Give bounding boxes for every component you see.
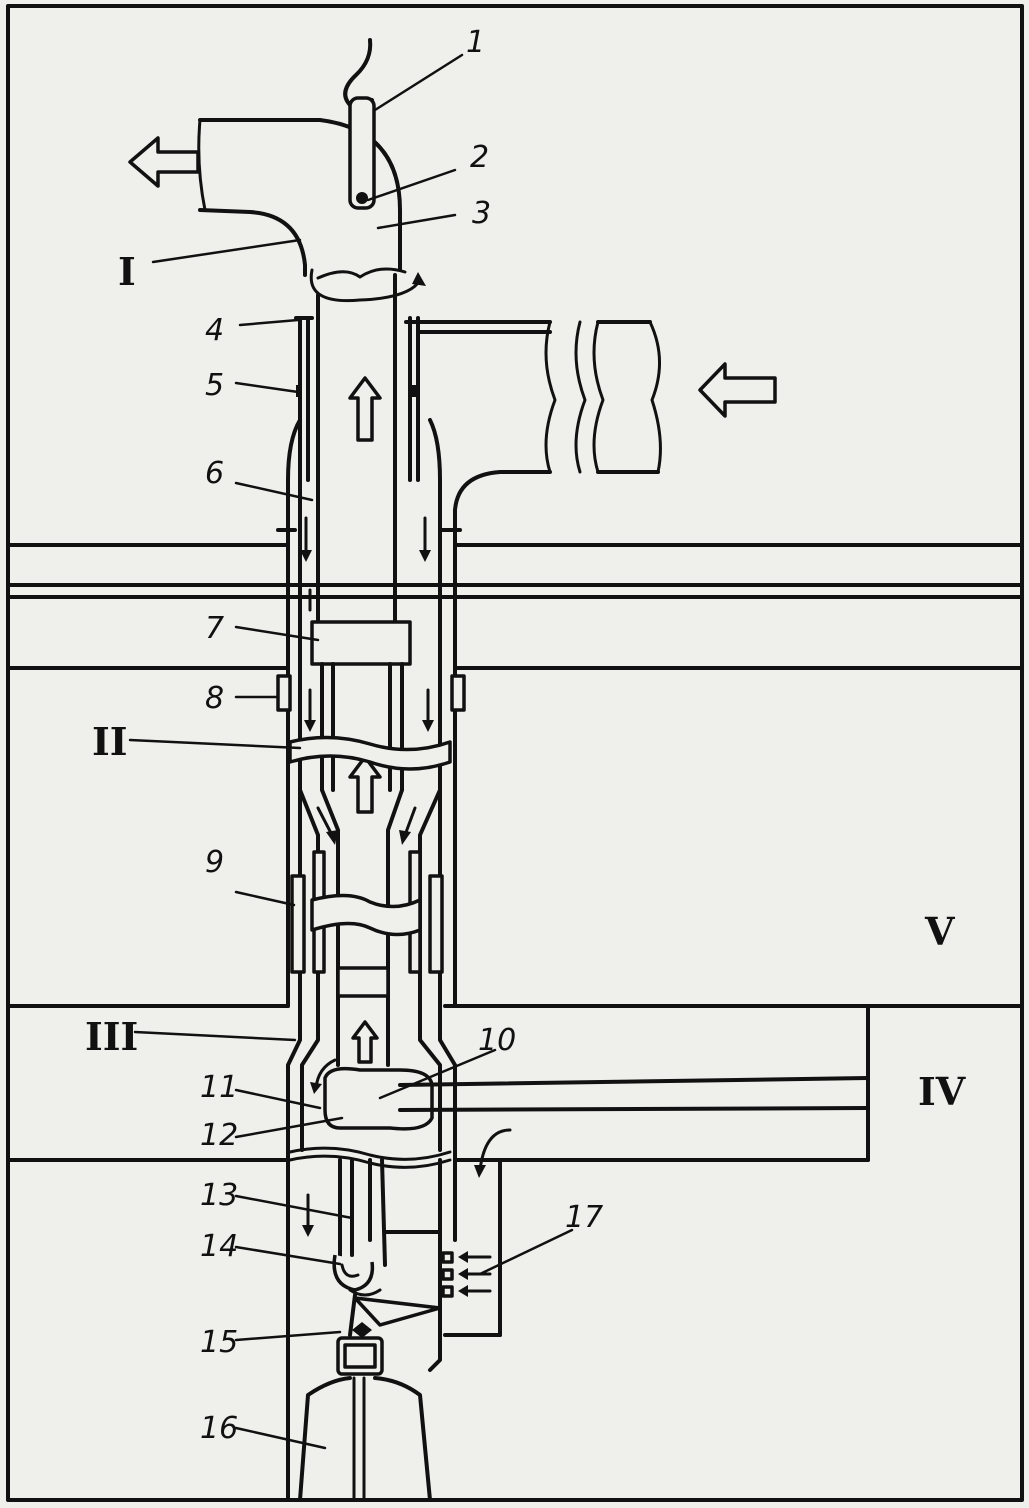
label-17: 17 bbox=[565, 1200, 603, 1235]
label-5: 5 bbox=[205, 368, 224, 403]
up-arrow-icon-3 bbox=[351, 1020, 379, 1064]
label-2: 2 bbox=[470, 140, 489, 175]
label-14: 14 bbox=[200, 1229, 238, 1264]
label-9: 9 bbox=[205, 845, 224, 880]
label-1: 1 bbox=[466, 25, 485, 60]
flange-9 bbox=[290, 850, 444, 998]
leader-lines bbox=[128, 53, 574, 1450]
coupling-7 bbox=[310, 598, 412, 792]
label-7: 7 bbox=[205, 611, 224, 646]
hook-assembly bbox=[343, 38, 376, 210]
exhaust-arrow-icon bbox=[128, 136, 200, 188]
up-arrow-icon-2 bbox=[348, 755, 382, 814]
up-arrow-icon-1 bbox=[348, 376, 382, 442]
label-11: 11 bbox=[200, 1070, 238, 1105]
section-break-II bbox=[288, 735, 452, 771]
section-label-I: I bbox=[118, 249, 136, 294]
clamp-8 bbox=[276, 674, 292, 712]
label-6: 6 bbox=[205, 456, 224, 491]
flow-arrows bbox=[300, 516, 512, 1237]
air-inlet-duct bbox=[416, 320, 777, 542]
label-8: 8 bbox=[205, 681, 224, 716]
section-label-V: V bbox=[924, 909, 956, 954]
label-10: 10 bbox=[478, 1023, 516, 1058]
frame bbox=[6, 4, 1024, 1502]
label-13: 13 bbox=[200, 1178, 238, 1213]
air-inlet-arrow-icon bbox=[698, 362, 777, 418]
lower-assembly bbox=[286, 1004, 870, 1502]
label-16: 16 bbox=[200, 1411, 238, 1446]
label-12: 12 bbox=[200, 1118, 238, 1153]
central-tube bbox=[308, 273, 397, 612]
exhaust-elbow bbox=[128, 118, 426, 303]
section-label-II: II bbox=[92, 719, 128, 764]
label-3: 3 bbox=[472, 196, 491, 231]
section-label-III: III bbox=[85, 1014, 138, 1059]
label-4: 4 bbox=[205, 313, 224, 348]
floor-lines bbox=[6, 543, 1024, 1337]
label-15: 15 bbox=[200, 1325, 238, 1360]
clamp-8b bbox=[450, 674, 466, 712]
section-label-IV: IV bbox=[918, 1069, 967, 1114]
